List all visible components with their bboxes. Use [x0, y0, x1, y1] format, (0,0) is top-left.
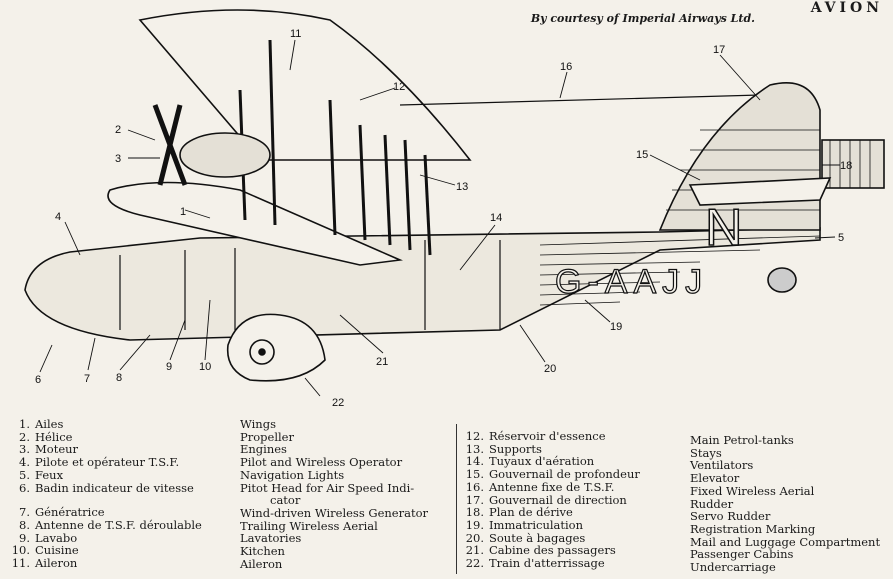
- legend-item-9-en: Lavatories: [240, 531, 302, 546]
- legend-item-16-fr: 16.Antenne fixe de T.S.F.: [465, 479, 615, 494]
- legend-item-9-fr: 9.Lavabo: [19, 530, 78, 545]
- legend-item-5-en: Navigation Lights: [240, 467, 345, 482]
- legend-item-5-fr: 5.Feux: [19, 467, 64, 482]
- legend-right-english: Main Petrol-tanks Stays Ventilators Elev…: [690, 434, 880, 574]
- legend-item-17-en: Rudder: [690, 496, 734, 511]
- callout-11: 11: [290, 28, 301, 40]
- callout-16: 16: [560, 61, 572, 73]
- legend-item-12-fr: 12.Réservoir d'essence: [465, 429, 606, 443]
- callout-14: 14: [490, 212, 502, 224]
- legend-item-15-en: Elevator: [690, 471, 740, 486]
- callout-8: 8: [116, 372, 122, 384]
- legend-item-21-fr: 21.Cabine des passagers: [465, 543, 616, 558]
- legend-item-1-fr: 1.Ailes: [19, 417, 64, 431]
- callout-22: 22: [332, 397, 344, 409]
- callout-6: 6: [35, 374, 41, 386]
- callout-12: 12: [393, 81, 405, 93]
- legend-item-4-fr: 4.Pilote et opérateur T.S.F.: [19, 455, 180, 470]
- callout-4: 4: [55, 211, 61, 223]
- callout-1: 1: [180, 206, 186, 218]
- legend-item-7-fr: 7.Génératrice: [19, 505, 105, 520]
- elevator: [688, 177, 832, 206]
- legend-item-6-en-cont: cator: [270, 493, 301, 508]
- courtesy-line: By courtesy of Imperial Airways Ltd.: [530, 12, 755, 25]
- callout-5: 5: [838, 232, 844, 244]
- legend-item-19-fr: 19.Immatriculation: [465, 517, 584, 532]
- callout-15: 15: [636, 149, 648, 161]
- legend-item-8-en: Trailing Wireless Aerial: [240, 518, 378, 533]
- cabin-dividers: [119, 240, 501, 330]
- legend-item-11-fr: 11.Aileron: [11, 556, 78, 571]
- legend-item-11-en: Aileron: [240, 556, 283, 571]
- callout-20: 20: [544, 363, 556, 375]
- upper-wing: [138, 9, 472, 161]
- propeller: [152, 104, 188, 186]
- callout-7: 7: [84, 373, 90, 385]
- legend-item-7-en: Wind-driven Wireless Generator: [240, 505, 428, 520]
- undercarriage-fairing: [226, 313, 326, 382]
- callout-10: 10: [199, 361, 211, 373]
- legend-item-13-fr: 13.Supports: [465, 441, 542, 456]
- legend-item-22-fr: 22.Train d'atterrissage: [465, 556, 605, 571]
- tail-wheel: [767, 267, 797, 293]
- legend-item-13-en: Stays: [690, 445, 722, 460]
- legend-item-19-en: Registration Marking: [690, 521, 816, 536]
- legend-item-17-fr: 17.Gouvernail de direction: [465, 492, 627, 507]
- servo-rudder: [821, 139, 885, 189]
- legend-item-22-en: Undercarriage: [690, 560, 776, 575]
- tail-letter: N: [705, 199, 743, 257]
- callout-13: 13: [456, 181, 468, 193]
- callout-17: 17: [713, 44, 725, 56]
- legend-item-3-en: Engines: [240, 442, 287, 457]
- legend-right-french: 12.Réservoir d'essence 13.Supports 14.Tu…: [462, 430, 640, 570]
- legend-item-14-fr: 14.Tuyaux d'aération: [465, 454, 595, 469]
- callout-2: 2: [115, 124, 121, 136]
- legend-item-15-fr: 15.Gouvernail de profondeur: [465, 467, 640, 482]
- callout-18: 18: [840, 160, 852, 172]
- engine: [179, 132, 271, 178]
- legend-item-10-en: Kitchen: [240, 544, 285, 559]
- legend-item-20-en: Mail and Luggage Compartment: [690, 534, 881, 549]
- legend-column-divider: [456, 424, 457, 574]
- legend-item-8-fr: 8.Antenne de T.S.F. déroulable: [19, 517, 202, 532]
- legend-item-12-en: Main Petrol-tanks: [690, 433, 794, 447]
- legend-item-18-fr: 18.Plan de dérive: [465, 505, 573, 520]
- legend-item-2-en: Propeller: [240, 429, 294, 444]
- callout-21: 21: [376, 356, 388, 368]
- legend-item-4-en: Pilot and Wireless Operator: [240, 455, 403, 470]
- legend-item-14-en: Ventilators: [690, 458, 754, 473]
- callout-3: 3: [115, 153, 121, 165]
- aircraft-cutaway-diagram: G-AAJJ N: [24, 9, 885, 409]
- legend-item-16-en: Fixed Wireless Aerial: [690, 483, 815, 498]
- legend-item-1-en: Wings: [240, 417, 276, 431]
- lower-wing: [107, 181, 403, 266]
- legend-left-english: Wings Propeller Engines Pilot and Wirele…: [240, 418, 428, 570]
- callout-leaders: [39, 39, 840, 397]
- legend-item-2-fr: 2.Hélice: [19, 429, 73, 444]
- legend-left-french: 1.Ailes 2.Hélice 3.Moteur 4.Pilote et op…: [8, 418, 202, 570]
- legend: 1.Ailes 2.Hélice 3.Moteur 4.Pilote et op…: [0, 418, 893, 579]
- registration-marking: G-AAJJ: [555, 263, 708, 301]
- page-title: AVION: [810, 0, 883, 16]
- legend-item-6-en: Pitot Head for Air Speed Indi-: [240, 480, 415, 495]
- callout-9: 9: [166, 361, 172, 373]
- legend-item-18-en: Servo Rudder: [690, 509, 771, 524]
- legend-item-20-fr: 20.Soute à bagages: [465, 530, 586, 545]
- fixed-wireless-aerial: [399, 94, 761, 106]
- fuselage-stripes: [539, 235, 821, 306]
- legend-item-6-fr: 6.Badin indicateur de vitesse: [19, 480, 194, 495]
- fuselage: [24, 227, 821, 341]
- legend-item-21-en: Passenger Cabins: [690, 547, 794, 562]
- callout-19: 19: [610, 321, 622, 333]
- legend-item-3-fr: 3.Moteur: [19, 442, 79, 457]
- legend-item-10-fr: 10.Cuisine: [11, 543, 79, 558]
